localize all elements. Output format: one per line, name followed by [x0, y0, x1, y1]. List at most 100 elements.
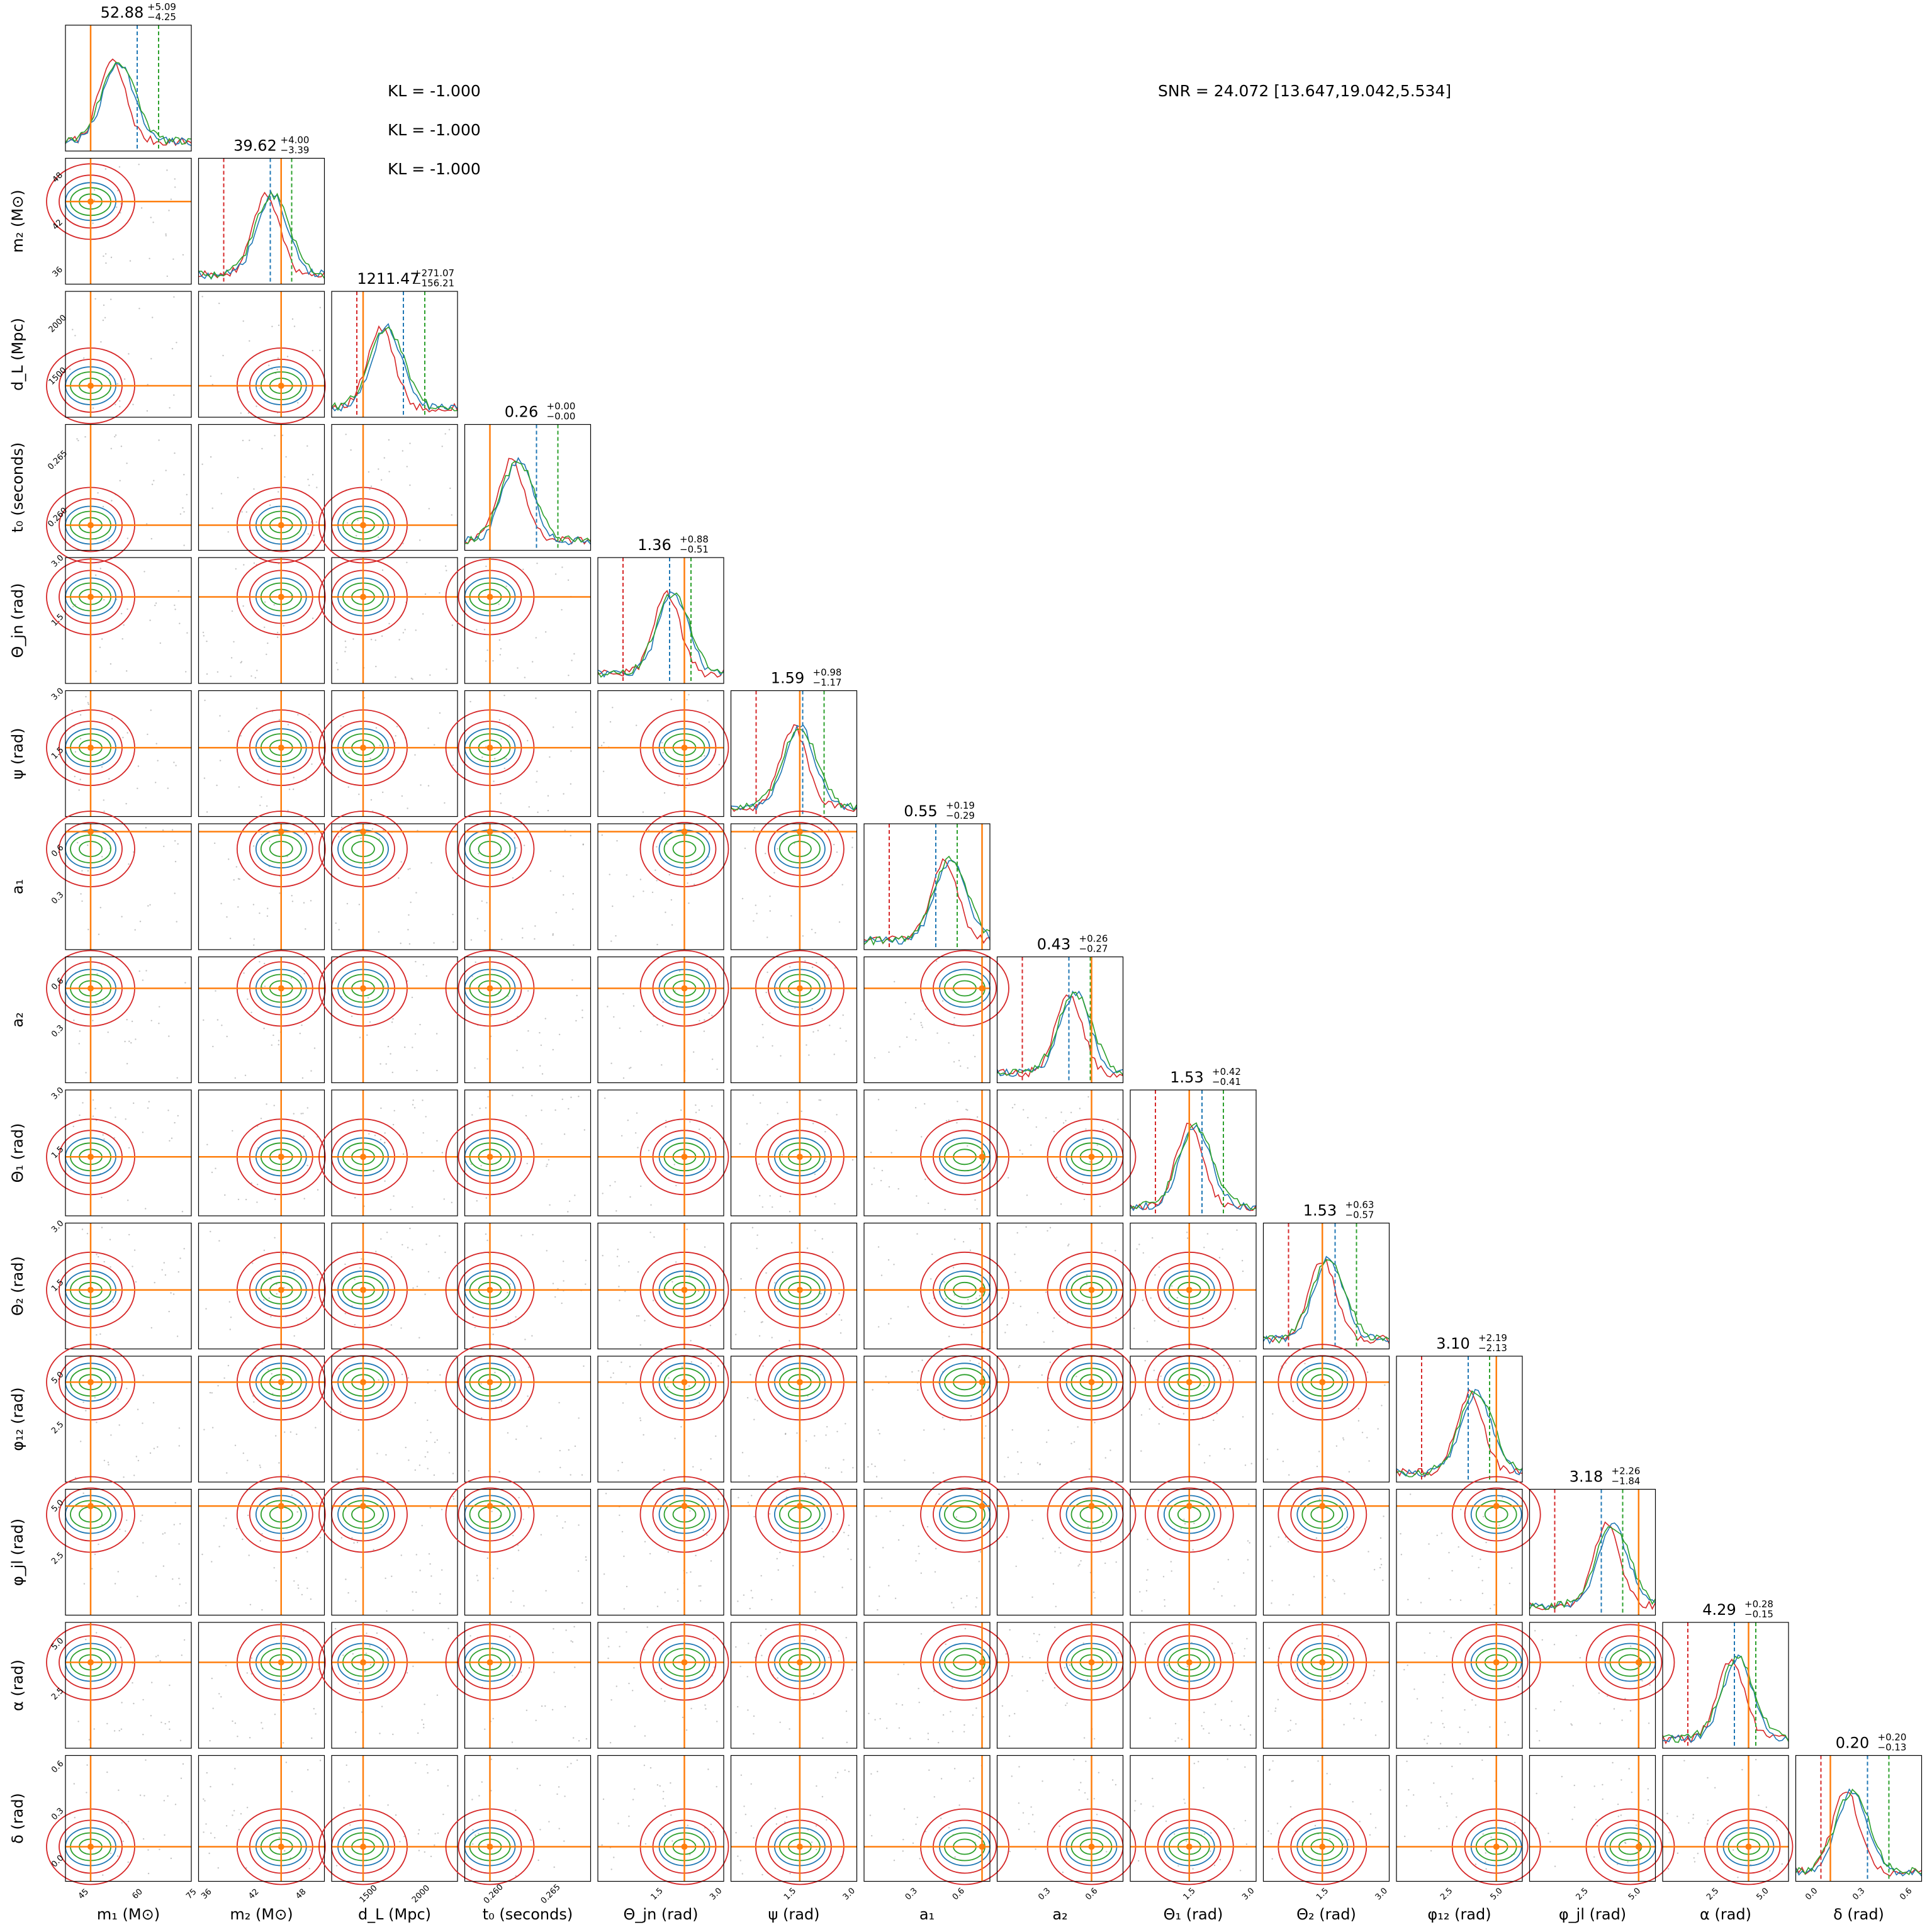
sample-point — [1162, 1406, 1164, 1408]
sample-point — [700, 1600, 702, 1602]
contour-panel-11-8 — [1130, 1476, 1257, 1616]
sample-point — [665, 1126, 667, 1128]
sample-point — [750, 1374, 751, 1376]
sample-point — [110, 1852, 112, 1855]
sample-point — [794, 1007, 796, 1009]
x-axis-label-8: Θ₁ (rad) — [1164, 1906, 1223, 1923]
sample-point — [121, 1702, 123, 1704]
sample-point — [1570, 1723, 1572, 1725]
sample-point — [609, 1742, 612, 1744]
sample-point — [422, 613, 424, 615]
sample-point — [228, 1301, 230, 1303]
sample-point — [1093, 1798, 1095, 1800]
err-plus-12: +0.28 — [1744, 1598, 1773, 1610]
sample-point — [941, 1000, 944, 1002]
truth-marker — [278, 1659, 284, 1666]
sample-point — [574, 1194, 576, 1196]
sample-point — [237, 906, 239, 908]
sample-point — [447, 1785, 449, 1787]
sample-point — [1066, 1702, 1068, 1704]
sample-point — [802, 935, 804, 937]
sample-point — [979, 1551, 982, 1553]
sample-point — [868, 1712, 870, 1714]
sample-point — [1381, 1405, 1383, 1407]
sample-point — [250, 1011, 252, 1014]
sample-point — [888, 1585, 890, 1587]
sample-point — [112, 1301, 114, 1303]
panel-frame — [863, 1488, 991, 1616]
sample-point — [345, 646, 347, 648]
sample-point — [232, 1720, 233, 1722]
sample-point — [369, 1664, 372, 1666]
sample-point — [286, 356, 289, 357]
sample-point — [1233, 1652, 1235, 1654]
sample-point — [967, 1109, 969, 1111]
sample-point — [1084, 1792, 1086, 1794]
sample-point — [361, 1258, 362, 1260]
sample-point — [122, 1840, 124, 1843]
sample-point — [1427, 1735, 1429, 1737]
sample-point — [607, 1637, 609, 1639]
sample-point — [176, 1335, 179, 1337]
sample-point — [825, 1467, 827, 1469]
contour-panel-8-7 — [996, 1089, 1137, 1216]
histogram-series-2 — [863, 860, 991, 945]
histogram-series-2 — [731, 724, 858, 812]
panel-frame — [730, 1755, 858, 1882]
sample-point — [339, 1368, 340, 1369]
sample-point — [630, 1067, 632, 1069]
sample-point — [622, 1077, 625, 1079]
sample-point — [434, 1441, 436, 1444]
sample-point — [302, 1113, 304, 1115]
sample-point — [412, 1099, 414, 1101]
sample-point — [87, 928, 89, 931]
sample-point — [1346, 1526, 1348, 1528]
sample-point — [1485, 1868, 1487, 1870]
sample-point — [201, 296, 203, 298]
sample-point — [928, 1769, 930, 1771]
sample-point — [507, 1291, 508, 1294]
sample-point — [613, 1016, 615, 1018]
sample-point — [392, 1733, 394, 1736]
sample-point — [1636, 1824, 1637, 1826]
contour-panel-5-2 — [318, 690, 458, 817]
sample-point — [509, 1283, 511, 1285]
sample-point — [1433, 1782, 1435, 1784]
sample-point — [470, 939, 473, 941]
sample-point — [108, 540, 110, 542]
sample-point — [952, 1687, 953, 1689]
sample-point — [1403, 1669, 1405, 1671]
sample-point — [603, 1573, 605, 1575]
sample-point — [215, 1167, 216, 1169]
sample-point — [976, 1116, 979, 1118]
sample-point — [735, 1646, 737, 1648]
sample-point — [92, 407, 94, 409]
sample-point — [750, 1783, 752, 1785]
panel-frame — [730, 1356, 858, 1483]
sample-point — [870, 1773, 872, 1775]
sample-point — [930, 1278, 932, 1280]
contour-panel-12-6 — [863, 1622, 1009, 1749]
sample-point — [259, 1540, 261, 1542]
sample-point — [87, 702, 89, 704]
sample-point — [216, 784, 218, 787]
sample-point — [172, 1293, 175, 1295]
contour-panel-5-1 — [198, 690, 326, 817]
sample-point — [1102, 1128, 1104, 1131]
panel-frame — [464, 557, 592, 684]
sample-point — [1571, 1818, 1573, 1821]
sample-point — [224, 1194, 226, 1196]
sample-point — [1036, 1641, 1038, 1643]
sample-point — [390, 1256, 393, 1258]
sample-point — [415, 892, 417, 894]
sample-point — [1450, 1637, 1452, 1639]
sample-point — [291, 1790, 293, 1793]
sample-point — [1049, 1361, 1052, 1363]
sample-point — [1085, 1128, 1087, 1130]
contour-panel-4-0: 1.53.0Θ_jn (rad) — [9, 553, 192, 684]
sample-point — [310, 521, 312, 523]
sample-point — [816, 962, 817, 964]
panel-frame — [331, 1222, 458, 1350]
sample-point — [176, 1077, 178, 1079]
